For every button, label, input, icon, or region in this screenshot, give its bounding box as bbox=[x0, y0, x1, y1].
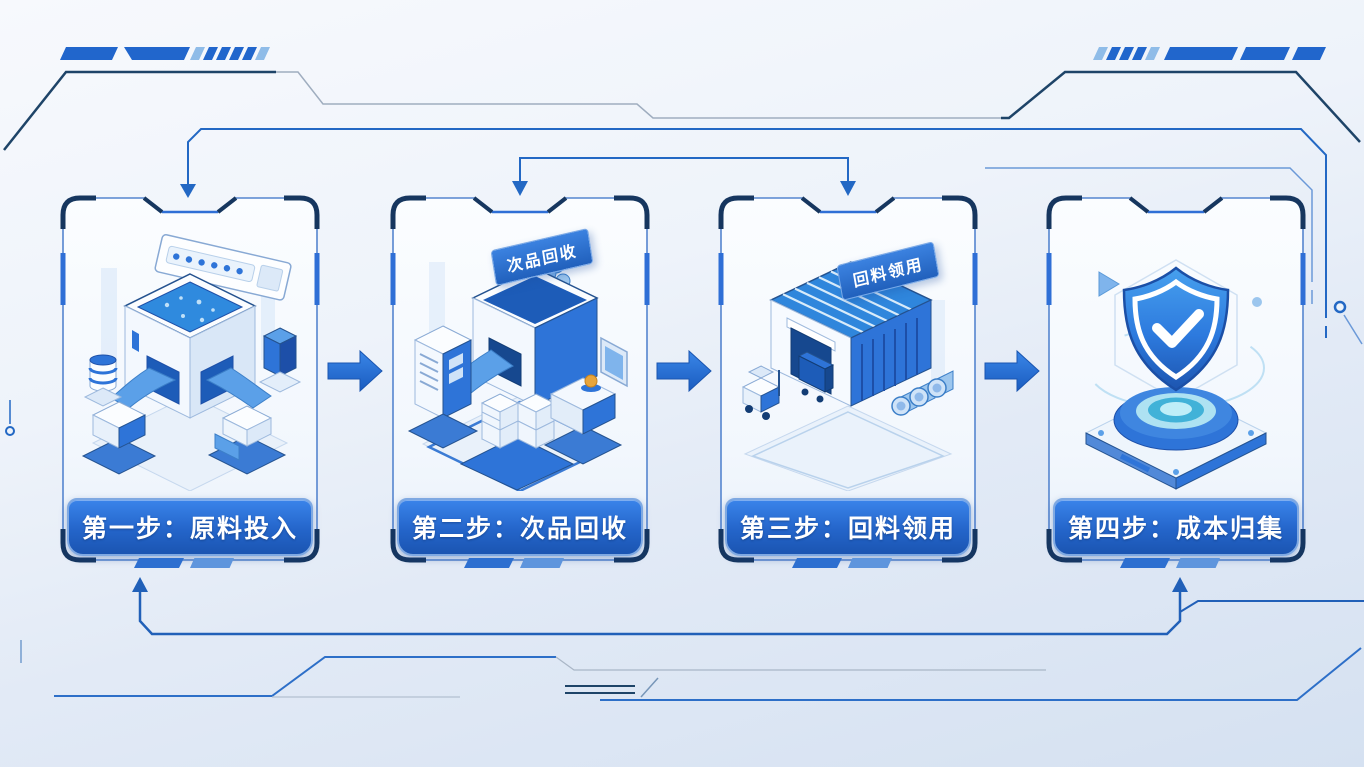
arrow-step2-to-step3 bbox=[656, 349, 712, 393]
triangle-accent bbox=[1098, 271, 1120, 297]
bottom-feedback-line bbox=[132, 577, 1364, 636]
banner-tab bbox=[1120, 558, 1170, 568]
top-bracket-line bbox=[512, 157, 856, 196]
banner-tab bbox=[190, 558, 234, 568]
side-tower bbox=[258, 327, 302, 393]
illustration-defect-recycling bbox=[405, 209, 635, 493]
truck bbox=[797, 351, 835, 403]
illustration-cost-collection bbox=[1061, 209, 1291, 491]
step-banner-3: 第三步：回料领用 bbox=[725, 498, 971, 556]
orange-ball bbox=[584, 374, 598, 388]
banner-tab bbox=[792, 558, 842, 568]
defect-recycle-bin-icon bbox=[407, 246, 628, 493]
shield-check-platform-icon bbox=[1084, 259, 1268, 490]
step-banner-4: 第四步：成本归集 bbox=[1053, 498, 1299, 556]
step-card-3: 回料领用 第三步：回料领用 bbox=[716, 193, 980, 568]
checkmark bbox=[1152, 309, 1204, 348]
pedestal bbox=[1113, 387, 1239, 451]
step-card-2: 次品回收 第二步：次品回收 bbox=[388, 193, 652, 568]
control-panel bbox=[154, 234, 292, 301]
corner-bars-top-left bbox=[60, 47, 270, 60]
forklift bbox=[741, 365, 781, 420]
banner-tab bbox=[848, 558, 892, 568]
banner-tab bbox=[464, 558, 514, 568]
arrowhead-up-step4 bbox=[1172, 577, 1188, 592]
barrel bbox=[83, 354, 123, 407]
hull-line-top-mid bbox=[276, 71, 1001, 119]
step-banner-1: 第一步：原料投入 bbox=[67, 498, 313, 556]
left-station bbox=[81, 401, 157, 475]
box-pallet bbox=[459, 393, 575, 491]
arrow-step1-to-step2 bbox=[327, 349, 383, 393]
step-card-1: 第一步：原料投入 bbox=[58, 193, 322, 568]
shield-check bbox=[1122, 266, 1230, 392]
banner-tab bbox=[1176, 558, 1220, 568]
right-station bbox=[207, 405, 287, 475]
barrels bbox=[891, 370, 954, 416]
left-edge-node bbox=[5, 400, 15, 436]
banner-tab bbox=[134, 558, 184, 568]
circuit-node bbox=[1333, 300, 1347, 314]
scanner-station bbox=[543, 336, 628, 465]
server bbox=[407, 325, 479, 449]
arrowhead-up-step1 bbox=[132, 577, 148, 592]
raw-material-vat-machine-icon bbox=[81, 234, 302, 492]
step-card-4: 第四步：成本归集 bbox=[1044, 193, 1308, 568]
hull-lines-bottom bbox=[20, 640, 1362, 701]
hull-line-top-left bbox=[3, 70, 276, 151]
corner-bars-top-right bbox=[1093, 47, 1326, 60]
banner-tab bbox=[520, 558, 564, 568]
step-banner-2: 第二步：次品回收 bbox=[397, 498, 643, 556]
arrow-step3-to-step4 bbox=[984, 349, 1040, 393]
hull-line-top-right bbox=[1001, 70, 1361, 143]
vat bbox=[110, 273, 272, 419]
illustration-raw-material bbox=[75, 209, 305, 492]
